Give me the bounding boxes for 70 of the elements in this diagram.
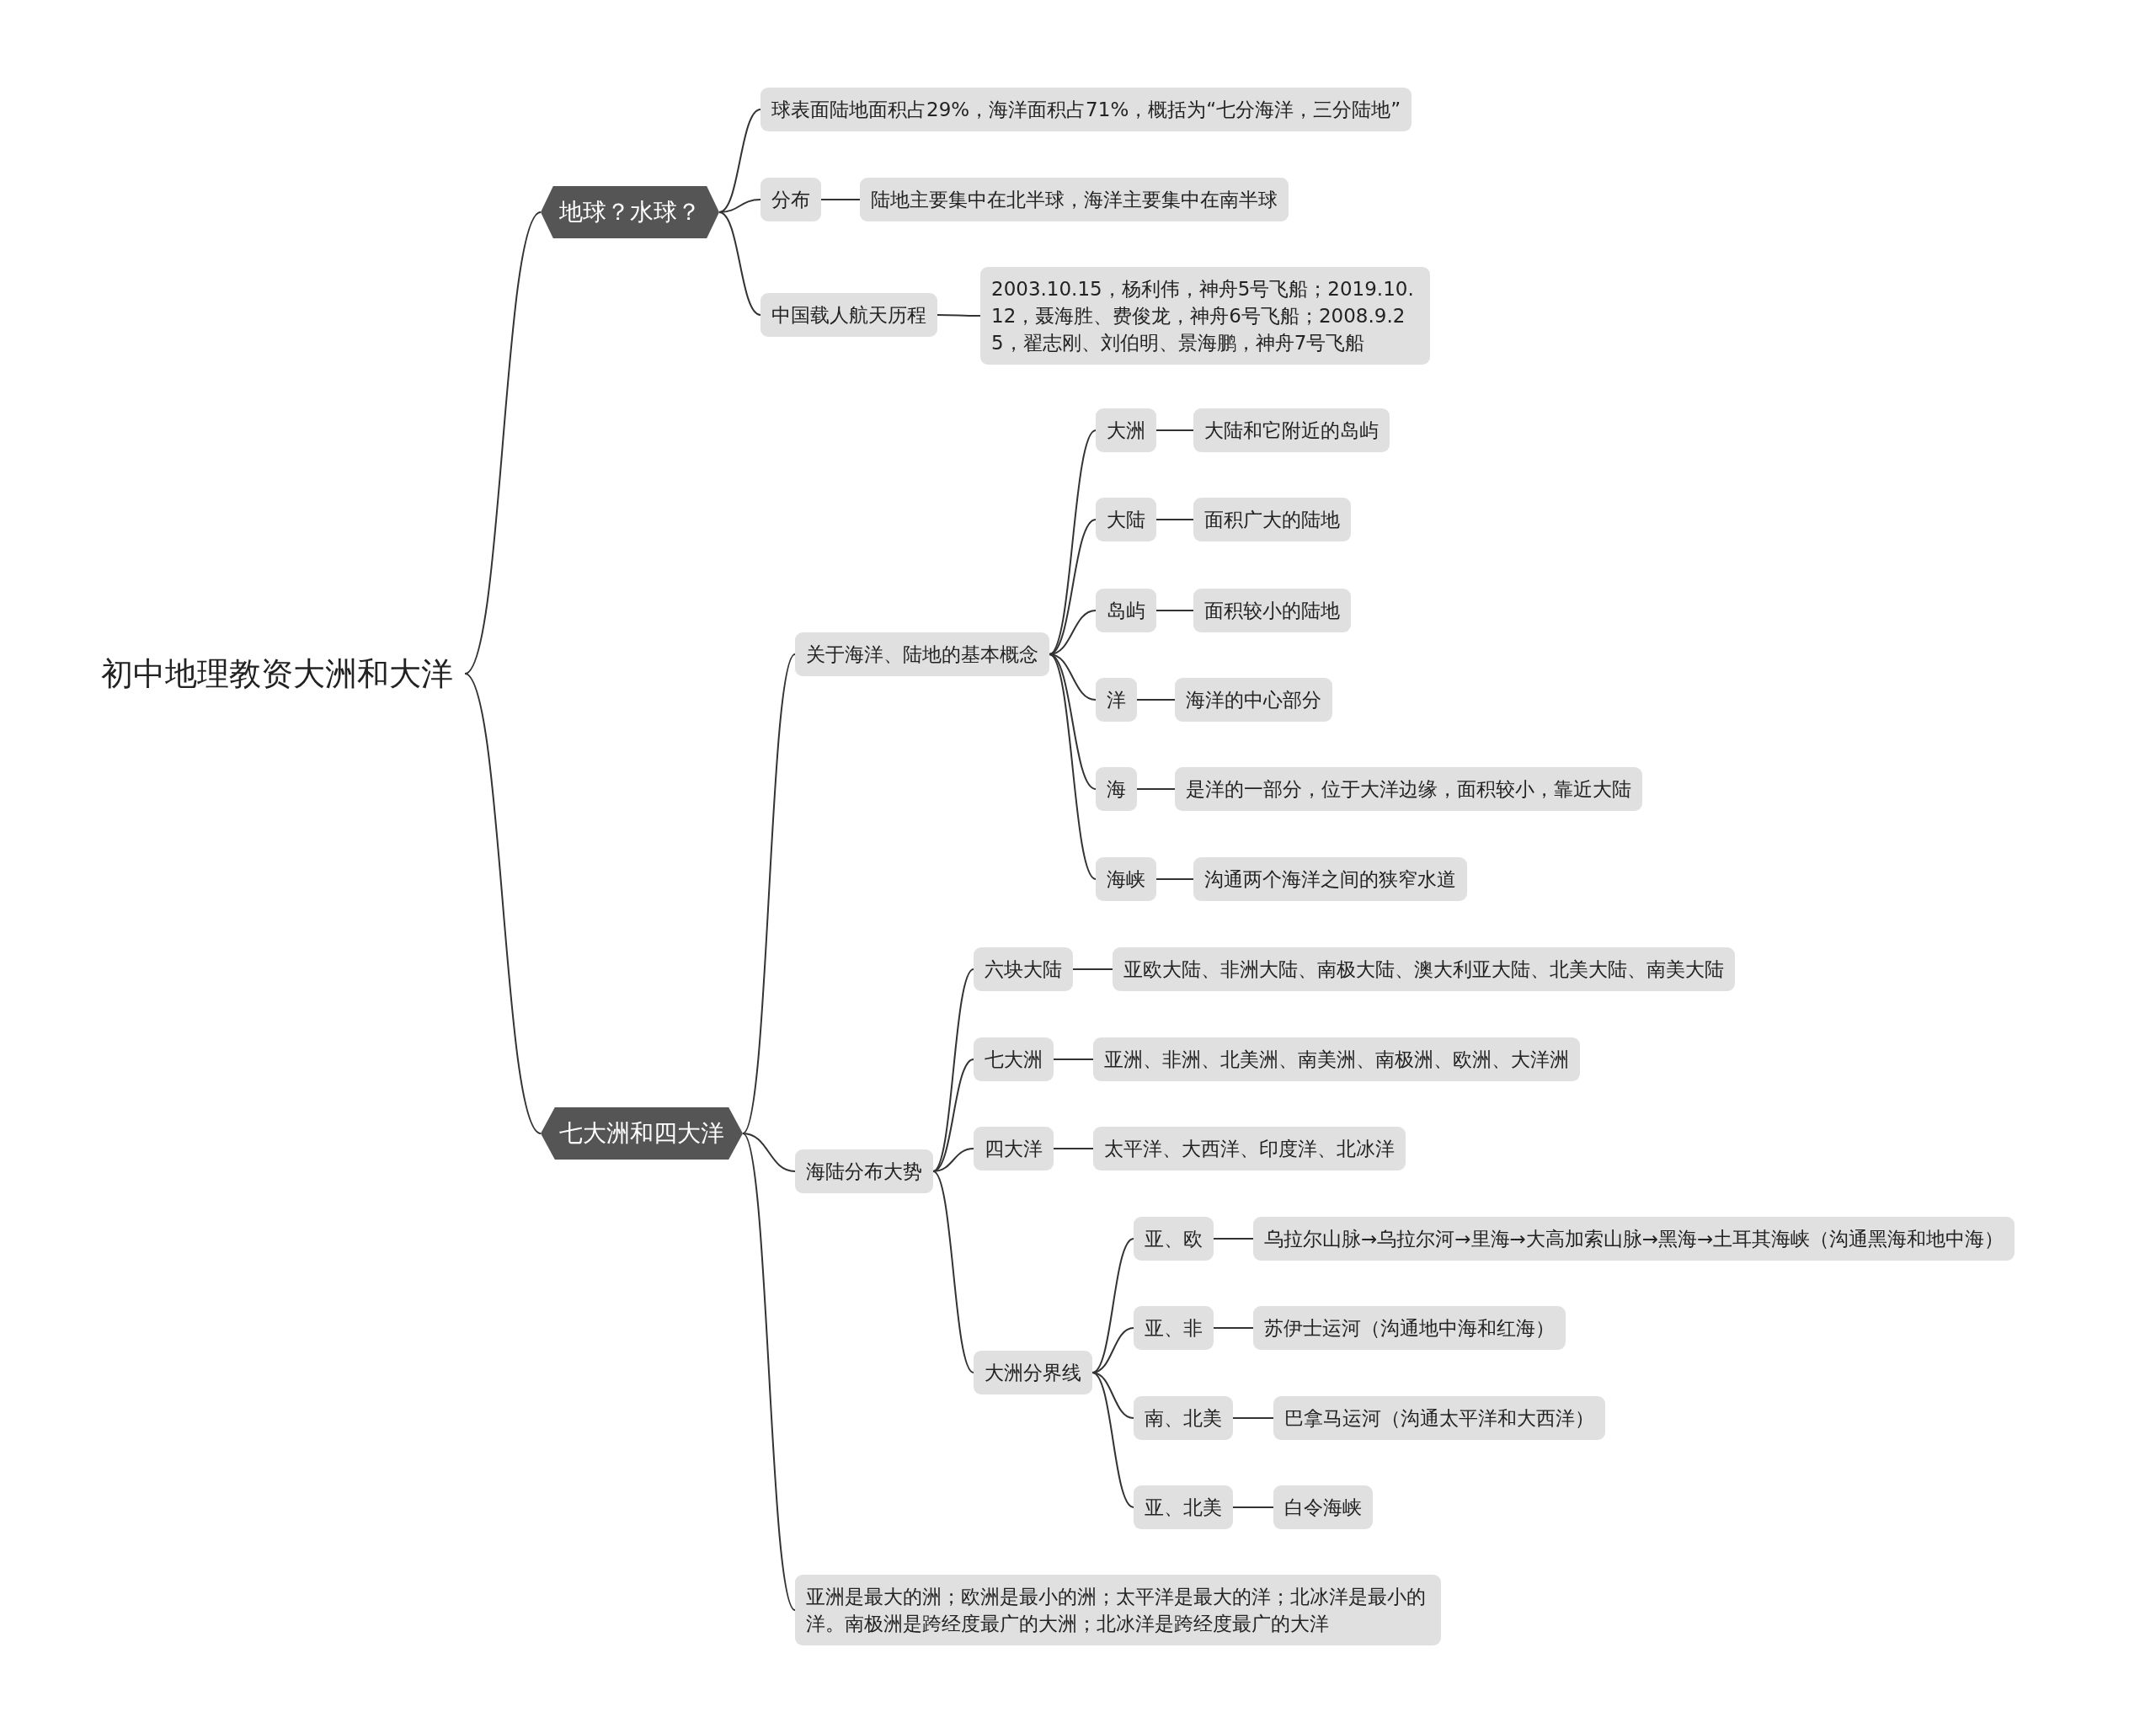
topic-box: 海陆分布大势 xyxy=(795,1149,933,1194)
topic-box: 洋 xyxy=(1096,677,1137,723)
connector-line xyxy=(1136,788,1176,790)
connector-line xyxy=(1213,1327,1254,1329)
branch-topic: 地球？水球？ xyxy=(541,186,719,238)
topic-box: 白令海峡 xyxy=(1273,1485,1373,1530)
connector-line xyxy=(1091,1372,1134,1508)
connector-line xyxy=(1155,610,1194,611)
connector-line xyxy=(1053,1148,1094,1149)
topic-box: 2003.10.15，杨利伟，神舟5号飞船；2019.10.12，聂海胜、费俊龙，神舟6号飞船；2008.9.25，翟志刚、刘伯明、景海鹏，神舟7号飞船 xyxy=(980,266,1430,365)
connector-line xyxy=(718,211,761,316)
topic-box: 亚、欧 xyxy=(1134,1216,1214,1261)
topic-box: 陆地主要集中在北半球，海洋主要集中在南半球 xyxy=(860,177,1289,222)
topic-box: 大陆和它附近的岛屿 xyxy=(1193,408,1390,453)
topic-box: 六块大陆 xyxy=(974,946,1073,992)
topic-box: 球表面陆地面积占29%，海洋面积占71%，概括为“七分海洋，三分陆地” xyxy=(760,87,1412,132)
topic-box: 亚、北美 xyxy=(1134,1485,1233,1530)
connector-line xyxy=(742,1133,796,1172)
connector-line xyxy=(1155,429,1194,431)
connector-line xyxy=(464,673,542,1134)
topic-box: 乌拉尔山脉→乌拉尔河→里海→大高加索山脉→黑海→土耳其海峡（沟通黑海和地中海） xyxy=(1253,1216,2015,1261)
topic-box: 七大洲 xyxy=(974,1037,1054,1082)
topic-box: 面积广大的陆地 xyxy=(1193,497,1351,542)
topic-box: 亚洲是最大的洲；欧洲是最小的洲；太平洋是最大的洋；北冰洋是最小的洋。南极洲是跨经度最广的大洲；北冰洋是跨经度最广的大洋 xyxy=(795,1574,1441,1646)
connector-line xyxy=(1136,699,1176,701)
connector-line xyxy=(932,1170,974,1373)
topic-box: 海洋的中心部分 xyxy=(1175,677,1332,723)
connector-line xyxy=(1155,878,1194,880)
topic-box: 亚洲、非洲、北美洲、南美洲、南极洲、欧洲、大洋洲 xyxy=(1093,1037,1580,1082)
connector-line xyxy=(718,109,761,213)
topic-box: 亚欧大陆、非洲大陆、南极大陆、澳大利亚大陆、北美大陆、南美大陆 xyxy=(1113,946,1735,992)
topic-box: 是洋的一部分，位于大洋边缘，面积较小，靠近大陆 xyxy=(1175,766,1642,812)
central-topic: 初中地理教资大洲和大洋 xyxy=(101,648,453,699)
topic-box: 南、北美 xyxy=(1134,1395,1233,1441)
connector-line xyxy=(1213,1238,1254,1240)
connector-line xyxy=(1232,1417,1274,1419)
topic-box: 巴拿马运河（沟通太平洋和大西洋） xyxy=(1273,1395,1605,1441)
connector-line xyxy=(1049,429,1097,655)
topic-box: 四大洋 xyxy=(974,1126,1054,1171)
topic-box: 分布 xyxy=(760,177,821,222)
topic-box: 海峡 xyxy=(1096,856,1156,902)
connector-line xyxy=(1049,653,1097,880)
connector-line xyxy=(1091,1372,1134,1419)
topic-box: 中国载人航天历程 xyxy=(760,292,937,338)
connector-line xyxy=(742,1133,796,1611)
connector-line xyxy=(932,1058,974,1172)
topic-box: 大洲分界线 xyxy=(974,1350,1092,1395)
topic-box: 沟通两个海洋之间的狭窄水道 xyxy=(1193,856,1467,902)
topic-box: 亚、非 xyxy=(1134,1305,1214,1351)
topic-box: 大洲 xyxy=(1096,408,1156,453)
connector-line xyxy=(1049,653,1097,790)
topic-box: 太平洋、大西洋、印度洋、北冰洋 xyxy=(1093,1126,1406,1171)
connector-line xyxy=(1232,1506,1274,1508)
connector-line xyxy=(1091,1238,1134,1373)
branch-topic: 七大洲和四大洋 xyxy=(541,1107,743,1160)
topic-box: 面积较小的陆地 xyxy=(1193,588,1351,633)
topic-box: 岛屿 xyxy=(1096,588,1156,633)
connector-line xyxy=(1155,519,1194,520)
connector-line xyxy=(1049,519,1097,655)
topic-box: 海 xyxy=(1096,766,1137,812)
connector-line xyxy=(820,199,861,200)
connector-line xyxy=(464,211,542,675)
connector-line xyxy=(932,1148,974,1172)
topic-box: 苏伊士运河（沟通地中海和红海） xyxy=(1253,1305,1566,1351)
connector-line xyxy=(1072,968,1113,970)
connector-line xyxy=(742,653,796,1134)
topic-box: 关于海洋、陆地的基本概念 xyxy=(795,632,1049,677)
topic-box: 大陆 xyxy=(1096,497,1156,542)
connector-line xyxy=(1053,1058,1094,1060)
connector-line xyxy=(937,314,981,317)
